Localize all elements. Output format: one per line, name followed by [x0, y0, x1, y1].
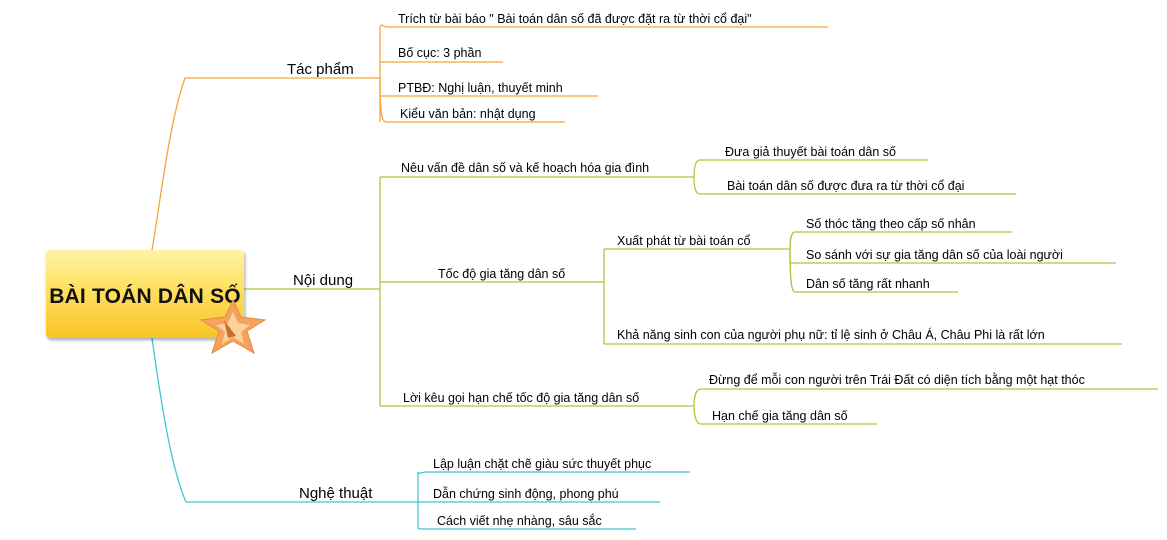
subtopic-so-sanh[interactable]: So sánh với sự gia tăng dân số của loài …: [806, 248, 1063, 262]
subtopic-neu-van-de[interactable]: Nêu vấn đề dân số và kế hoạch hóa gia đì…: [401, 161, 650, 175]
subtopic-dan-so-tang[interactable]: Dân số tăng rất nhanh: [806, 277, 930, 291]
subtopic-so-thoc[interactable]: Số thóc tăng theo cấp số nhân: [806, 217, 976, 231]
central-topic-label: BÀI TOÁN DÂN SỐ: [49, 285, 241, 308]
subtopic-kha-nang[interactable]: Khả năng sinh con của người phụ nữ: tỉ l…: [617, 328, 1045, 342]
topic-noi-dung[interactable]: Nội dung: [293, 272, 354, 289]
subtopic-loi-keu-goi[interactable]: Lời kêu gọi hạn chế tốc độ gia tăng dân …: [403, 391, 640, 405]
subtopic-lap-luan[interactable]: Lập luận chặt chẽ giàu sức thuyết phục: [433, 457, 652, 471]
topic-tac-pham[interactable]: Tác phẩm: [287, 61, 354, 78]
subtopic-cach-viet[interactable]: Cách viết nhẹ nhàng, sâu sắc: [437, 514, 602, 528]
subtopic-han-che[interactable]: Hạn chế gia tăng dân số: [712, 409, 848, 423]
topic-nghe-thuat[interactable]: Nghệ thuật: [299, 485, 373, 502]
subtopic-bo-cuc[interactable]: Bố cục: 3 phần: [398, 46, 482, 60]
star-icon: [199, 298, 267, 355]
subtopic-trich-tu[interactable]: Trích từ bài báo " Bài toán dân số đã đư…: [398, 12, 752, 26]
subtopic-dua-gia-thuyet[interactable]: Đưa giả thuyết bài toán dân số: [725, 145, 896, 159]
subtopic-toc-do[interactable]: Tốc độ gia tăng dân số: [438, 267, 566, 281]
subtopic-bai-toan-co-dai[interactable]: Bài toán dân số được đưa ra từ thời cổ đ…: [727, 179, 965, 193]
subtopic-kieu-van-ban[interactable]: Kiểu văn bản: nhật dụng: [400, 107, 536, 121]
subtopic-dan-chung[interactable]: Dẫn chứng sinh động, phong phú: [433, 487, 619, 501]
subtopic-dung-de[interactable]: Đừng để mỗi con người trên Trái Đất có d…: [709, 373, 1085, 387]
subtopic-xuat-phat[interactable]: Xuất phát từ bài toán cổ: [617, 234, 751, 248]
subtopic-ptbd[interactable]: PTBĐ: Nghị luận, thuyết minh: [398, 81, 563, 95]
